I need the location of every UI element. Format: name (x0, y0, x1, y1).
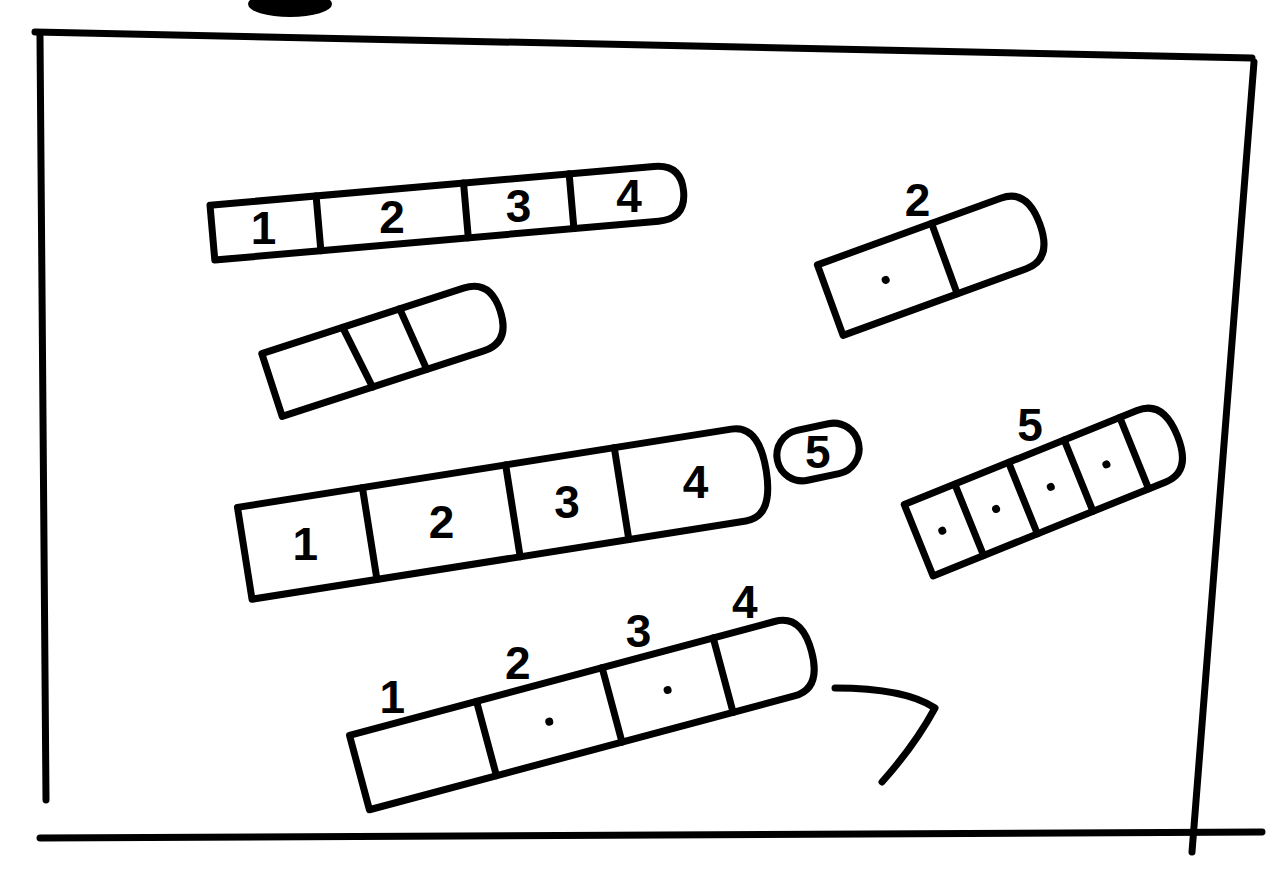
cell-number: 2 (505, 640, 531, 686)
bar-cell (345, 698, 497, 814)
bar-cell: 3 (505, 444, 629, 560)
bar-cell (930, 184, 1057, 297)
cell-row: 5 (768, 414, 868, 489)
bar-border (210, 164, 686, 260)
cell-divider (1120, 417, 1149, 488)
cell-dot (544, 717, 554, 727)
bar-cell (475, 664, 622, 779)
cell-divider (505, 465, 520, 557)
cell-dot (991, 504, 1001, 514)
segmented-bar: 1 2 3 4 (331, 558, 826, 814)
cell-number: 3 (554, 479, 580, 525)
cell-row (813, 184, 1057, 340)
cell-row (900, 395, 1197, 580)
bar-border (237, 425, 773, 599)
number-bubble: 5 (768, 414, 868, 489)
frame-line (40, 832, 1262, 838)
curved-arrow (835, 688, 935, 782)
bar-outline (233, 421, 777, 603)
bar-cell (953, 459, 1038, 559)
cell-divider (1064, 440, 1093, 511)
cell-number: 5 (805, 429, 831, 475)
bar-cell: 4 (613, 421, 777, 543)
bar-cell (601, 635, 734, 746)
bar-border (904, 400, 1192, 576)
cell-dot (662, 685, 672, 695)
cell-row: 1 2 3 4 (233, 421, 777, 603)
cell-row: 1 2 3 4 (206, 160, 690, 264)
cell-divider (955, 484, 984, 555)
cell-divider (713, 638, 733, 712)
empty-bar (262, 279, 511, 416)
cell-divider (476, 701, 496, 775)
bar-cell (1118, 395, 1196, 492)
bar-border (817, 189, 1052, 336)
bar-outline (813, 184, 1057, 340)
cell-number: 1 (292, 521, 318, 567)
cell-divider (932, 223, 958, 293)
bar-outline (345, 610, 826, 814)
bar-outline (262, 279, 511, 416)
cell-number: 2 (379, 194, 405, 240)
cell-number: 2 (905, 177, 931, 223)
cell-divider (362, 488, 377, 580)
cell-dot (1101, 459, 1111, 469)
bar-cell: 2 (316, 180, 469, 255)
cell-divider (614, 448, 629, 540)
frame-line (35, 32, 1252, 58)
frame-line (1192, 62, 1254, 852)
cell-divider (602, 668, 622, 742)
cell-divider (464, 183, 469, 238)
cell-number: 4 (617, 173, 643, 219)
heading-row (233, 421, 761, 505)
cell-number: 4 (732, 579, 758, 625)
cell-dot (1046, 482, 1056, 492)
scribble (248, 0, 332, 17)
cell-divider (1009, 462, 1038, 533)
cell-number: 4 (682, 459, 708, 505)
bar-cell (900, 481, 985, 581)
cell-row (345, 610, 826, 814)
segmented-bar: 1 2 3 4 (206, 160, 690, 264)
cell-number: 3 (506, 183, 532, 229)
bar-cell (1063, 414, 1150, 514)
cell-number: 1 (379, 673, 405, 719)
cell-divider (316, 196, 321, 251)
cell-number: 3 (625, 607, 651, 653)
cell-number: 2 (428, 499, 454, 545)
bar-border (349, 614, 821, 810)
cell-number: 5 (1017, 402, 1043, 448)
segmented-bar: 1 2 3 4 (233, 421, 777, 603)
cell-dot (881, 275, 891, 285)
bar-cell (712, 610, 826, 716)
cell-divider (343, 324, 373, 390)
cell-dot (937, 525, 947, 535)
frame-line (40, 36, 46, 800)
bar-cell (813, 220, 959, 340)
bubble-outline (772, 418, 864, 485)
bar-cell: 5 (768, 414, 868, 489)
segmented-bar: 5 (879, 345, 1196, 580)
cell-number: 1 (251, 205, 277, 251)
cell-divider (400, 307, 427, 372)
cell-divider (569, 174, 574, 229)
segmented-bar: 2 (794, 133, 1057, 339)
bar-cell: 1 (233, 484, 377, 603)
bar-cell: 3 (463, 170, 574, 241)
bar-cell: 2 (361, 461, 520, 582)
bar-cell: 1 (206, 192, 321, 263)
bar-cell (1007, 437, 1094, 537)
bar-outline (900, 395, 1197, 580)
bar-cell: 4 (569, 160, 690, 232)
